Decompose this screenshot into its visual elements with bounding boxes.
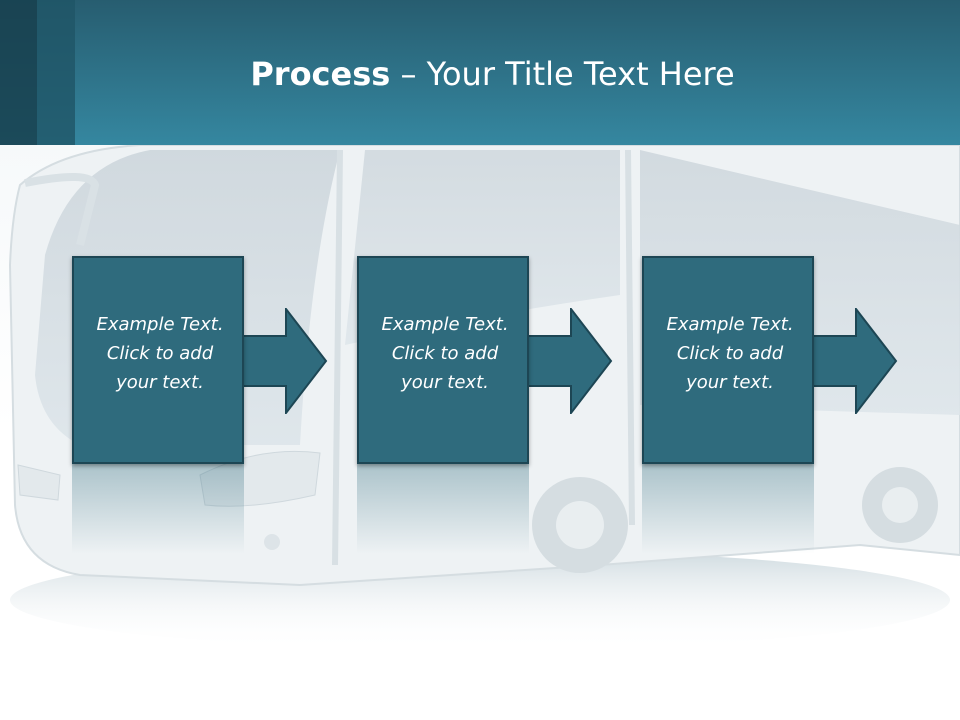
- step-text-line: Example Text.: [96, 314, 224, 335]
- process-arrow-icon: [242, 308, 328, 414]
- header-accent-strip: [0, 0, 37, 145]
- step-text-line: Click to add: [106, 343, 214, 364]
- process-arrow-icon: [527, 308, 613, 414]
- box-reflection: [72, 464, 244, 554]
- step-text-line: Click to add: [676, 343, 784, 364]
- title-bar: Process – Your Title Text Here: [0, 0, 960, 145]
- step-text-line: your text.: [686, 372, 774, 393]
- step-text-line: Click to add: [391, 343, 499, 364]
- process-step-box[interactable]: Example Text. Click to add your text.: [357, 256, 529, 464]
- step-text-line: your text.: [401, 372, 489, 393]
- title-bold-text: Process: [250, 55, 391, 93]
- step-text-line: Example Text.: [381, 314, 509, 335]
- slide-title[interactable]: Process – Your Title Text Here: [0, 54, 960, 94]
- step-text-line: your text.: [116, 372, 204, 393]
- process-step-box[interactable]: Example Text. Click to add your text.: [642, 256, 814, 464]
- process-arrow-icon: [812, 308, 898, 414]
- box-reflection: [357, 464, 529, 554]
- header-accent-strip: [37, 0, 75, 145]
- step-text[interactable]: Example Text. Click to add your text.: [74, 310, 246, 397]
- process-step-box[interactable]: Example Text. Click to add your text.: [72, 256, 244, 464]
- box-reflection: [642, 464, 814, 554]
- step-text[interactable]: Example Text. Click to add your text.: [644, 310, 816, 397]
- step-text-line: Example Text.: [666, 314, 794, 335]
- step-text[interactable]: Example Text. Click to add your text.: [359, 310, 531, 397]
- title-rest-text: – Your Title Text Here: [390, 55, 735, 93]
